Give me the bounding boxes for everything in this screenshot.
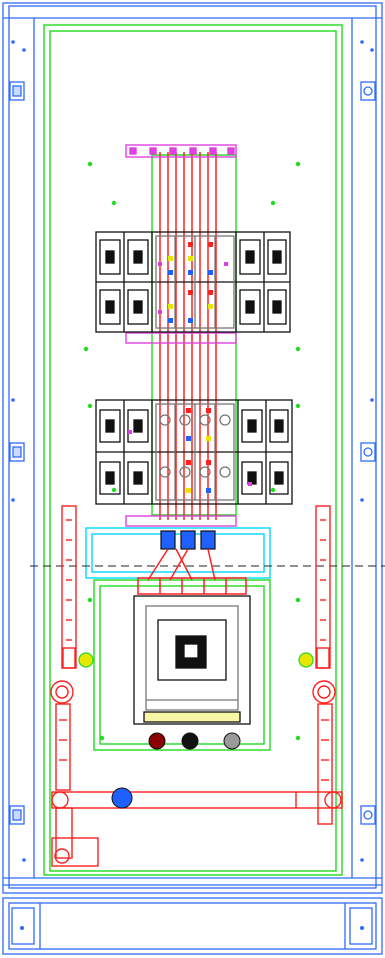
mounting-plate (43, 24, 343, 876)
frame-bolt-dots (11, 40, 374, 930)
busbar-support-bottom (125, 515, 237, 527)
main-breaker-terminals (148, 732, 241, 750)
plate-fixing-dots (83, 161, 301, 741)
upper-breaker-bank (95, 231, 291, 333)
pe-bar-right (312, 505, 336, 825)
vertical-busbars (159, 152, 217, 520)
lower-bank-indicators (128, 408, 252, 493)
busbar-support-top (125, 144, 237, 344)
pe-terminal-blue (111, 787, 133, 809)
frame-hinges (9, 81, 376, 825)
pe-indicators (78, 652, 314, 668)
pe-bar-left (50, 505, 77, 791)
upper-bank-indicators (158, 242, 228, 323)
main-breaker-busbars (137, 548, 247, 595)
pe-rail-bottom (51, 791, 343, 867)
phase-connectors (160, 530, 216, 550)
lower-breaker-bank (95, 399, 293, 505)
main-breaker (133, 595, 251, 725)
